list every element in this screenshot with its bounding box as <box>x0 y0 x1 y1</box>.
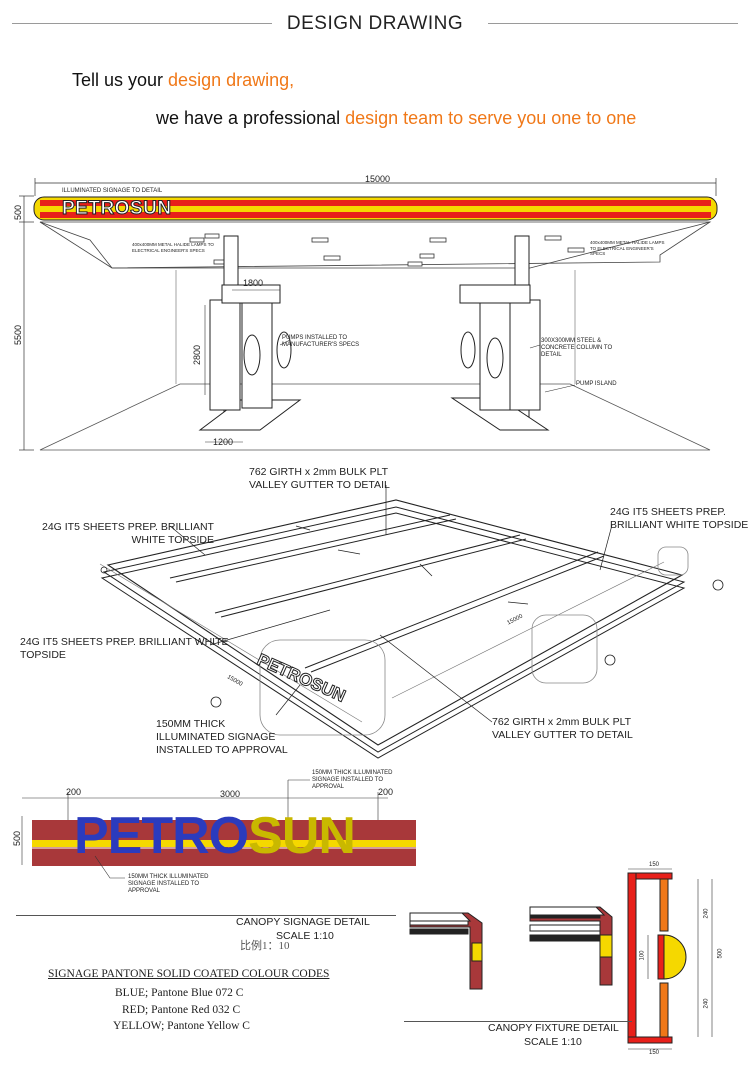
elevation-label-signage: ILLUMINATED SIGNAGE TO DETAIL <box>62 188 163 194</box>
pantone-line-yellow: YELLOW; Pantone Yellow C <box>113 1020 250 1032</box>
pantone-line-red: RED; Pantone Red 032 C <box>122 1004 241 1016</box>
roof-label-gutter-top-2: VALLEY GUTTER TO DETAIL <box>249 479 390 491</box>
pantone-line-blue: BLUE; Pantone Blue 072 C <box>115 987 244 999</box>
signage-brand-blue: PETRO <box>74 807 249 865</box>
intro-line-1: Tell us your design drawing, <box>72 70 294 91</box>
roof-label-signage-2: ILLUMINATED SIGNAGE <box>156 731 276 743</box>
signage-label-bottom-3: APPROVAL <box>128 888 160 894</box>
fixture-dim-top: 150 <box>649 862 660 868</box>
roof-label-sheets-mid-2: TOPSIDE <box>20 649 66 661</box>
elevation-label-lights-left: 400x400MM METAL HALIDE LAMPS TO ELECTRIC… <box>132 242 214 253</box>
elevation-label-column: 300X300MM STEEL & CONCRETE COLUMN TO DET… <box>541 338 613 358</box>
fixture-dim-a: 240 <box>703 908 710 919</box>
elevation-dim-fascia: 500 <box>13 204 23 220</box>
signage-brand: PETROSUN <box>74 806 356 866</box>
header-rule-left <box>12 23 272 24</box>
signage-label-bottom: 150MM THICK ILLUMINATED SIGNAGE INSTALLE… <box>128 874 208 895</box>
roof-label-sheets-mid: 24G IT5 SHEETS PREP. BRILLIANT WHITE TOP… <box>20 636 229 662</box>
elevation-dim-pump-top: 1800 <box>243 278 264 288</box>
intro-line-2-text: we have a professional <box>156 108 346 128</box>
fixture-dim-c: 100 <box>639 950 646 961</box>
intro-line-1-highlight: design drawing, <box>168 70 295 90</box>
signage-dim-total: 3000 <box>220 789 241 799</box>
signage-detail-drawing <box>21 779 416 879</box>
fixture-title: CANOPY FIXTURE DETAIL <box>488 1022 619 1034</box>
roof-label-sheets-left-1: 24G IT5 SHEETS PREP. BRILLIANT <box>42 521 214 533</box>
signage-title: CANOPY SIGNAGE DETAIL <box>236 916 370 928</box>
fixture-dim-b: 240 <box>703 998 710 1009</box>
signage-label-top-1: 150MM THICK ILLUMINATED <box>312 770 393 776</box>
roof-label-sheets-left-2: WHITE TOPSIDE <box>131 534 214 546</box>
signage-dim-right: 200 <box>378 787 394 797</box>
signage-dim-height: 500 <box>12 830 22 846</box>
roof-label-signage-1: 150MM THICK <box>156 718 226 730</box>
fixture-detail-drawing <box>409 868 713 1050</box>
roof-plan-drawing <box>99 485 724 759</box>
roof-label-gutter-top-1: 762 GIRTH x 2mm BULK PLT <box>249 466 389 478</box>
roof-label-sheets-left: 24G IT5 SHEETS PREP. BRILLIANT WHITE TOP… <box>42 521 214 547</box>
signage-scale: SCALE 1:10 <box>276 930 334 942</box>
signage-label-bottom-2: SIGNAGE INSTALLED TO <box>128 881 200 887</box>
signage-label-top-3: APPROVAL <box>312 784 344 790</box>
signage-scale-cn: 比例1：10 <box>240 940 290 952</box>
elevation-dim-island: 1200 <box>213 437 234 447</box>
roof-label-sheets-right: 24G IT5 SHEETS PREP. BRILLIANT WHITE TOP… <box>610 506 748 532</box>
roof-label-gutter-bottom-2: VALLEY GUTTER TO DETAIL <box>492 729 633 741</box>
roof-label-gutter-top: 762 GIRTH x 2mm BULK PLT VALLEY GUTTER T… <box>249 466 390 492</box>
fixture-dim-bottom: 150 <box>649 1050 660 1056</box>
intro-line-2-highlight: design team to serve you one to one <box>345 108 637 128</box>
signage-brand-yellow: SUN <box>248 807 356 865</box>
signage-label-bottom-1: 150MM THICK ILLUMINATED <box>128 874 209 880</box>
roof-label-gutter-bottom: 762 GIRTH x 2mm BULK PLT VALLEY GUTTER T… <box>492 716 633 742</box>
intro-line-1-text: Tell us your <box>72 70 169 90</box>
pantone-title: SIGNAGE PANTONE SOLID COATED COLOUR CODE… <box>48 968 330 980</box>
fixture-dim-d: 500 <box>717 948 724 959</box>
roof-label-sheets-mid-1: 24G IT5 SHEETS PREP. BRILLIANT WHITE <box>20 636 229 648</box>
roof-label-sheets-right-1: 24G IT5 SHEETS PREP. <box>610 506 726 518</box>
canopy-elevation-drawing <box>19 178 718 451</box>
signage-label-top-2: SIGNAGE INSTALLED TO <box>312 777 384 783</box>
elevation-label-lights-right: 400x400MM METAL HALIDE LAMPS TO ELECTRIC… <box>590 240 665 256</box>
fixture-scale: SCALE 1:10 <box>524 1036 582 1048</box>
elevation-dim-pump-height: 2800 <box>192 344 202 365</box>
page-title: DESIGN DRAWING <box>286 13 464 34</box>
signage-title-rule <box>16 915 396 916</box>
elevation-label-pumps: PUMPS INSTALLED TO MANUFACTURER'S SPECS <box>282 335 360 348</box>
roof-label-signage: 150MM THICK ILLUMINATED SIGNAGE INSTALLE… <box>156 718 288 757</box>
fixture-title-rule <box>404 1021 632 1022</box>
signage-dim-left: 200 <box>66 787 82 797</box>
roof-label-signage-3: INSTALLED TO APPROVAL <box>156 744 288 756</box>
elevation-dim-width: 15000 <box>365 174 391 184</box>
signage-label-top: 150MM THICK ILLUMINATED SIGNAGE INSTALLE… <box>312 770 392 791</box>
roof-label-sheets-right-2: BRILLIANT WHITE TOPSIDE <box>610 519 749 531</box>
header-rule-right <box>488 23 738 24</box>
elevation-label-island: PUMP ISLAND <box>576 381 617 387</box>
intro-line-2: we have a professional design team to se… <box>156 108 636 129</box>
roof-label-gutter-bottom-1: 762 GIRTH x 2mm BULK PLT <box>492 716 632 728</box>
elevation-brand: PETROSUN <box>62 198 172 220</box>
elevation-dim-height: 5500 <box>13 324 23 345</box>
